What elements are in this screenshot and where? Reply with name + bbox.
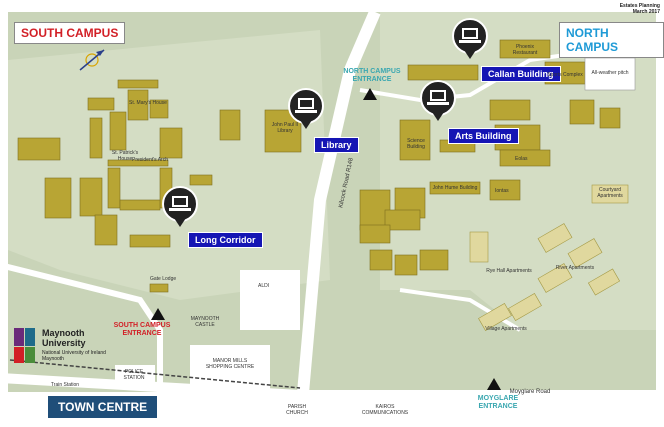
south-campus-buildings — [17, 79, 241, 293]
compass-icon — [79, 49, 105, 71]
courtyard-label: Courtyard Apartments — [597, 187, 623, 199]
arts-building-label[interactable]: Arts Building — [448, 128, 519, 144]
st-patricks-label: St. Patrick's House — [111, 150, 139, 162]
manor-mills-label: MANOR MILLS SHOPPING CENTRE — [205, 358, 255, 370]
logo-name: Maynooth University — [42, 328, 86, 348]
long-corridor-label[interactable]: Long Corridor — [188, 232, 263, 248]
kilcock-road — [294, 9, 381, 427]
moyglare-road-label: Moyglare Road — [509, 389, 551, 395]
south-campus-label: SOUTH CAMPUS — [14, 22, 126, 44]
crest-icon — [14, 328, 35, 363]
st-marys-label: St. Mary's House — [129, 100, 167, 106]
date-line1: Estates Planning — [619, 3, 660, 9]
john-hume-label: John Hume Building — [432, 185, 478, 191]
river-label: River Apartments — [555, 265, 595, 271]
north-campus-label: NORTH CAMPUS — [559, 22, 664, 58]
iontas-label: Iontas — [495, 188, 509, 194]
aldi-label: ALDI — [258, 283, 270, 289]
town-centre-label: TOWN CENTRE — [48, 396, 158, 418]
kairos-label: KAIROS COMMUNICATIONS — [361, 404, 409, 416]
library-pin-icon[interactable] — [284, 86, 328, 130]
science-label: Science Building — [407, 138, 425, 150]
gate-lodge-label: Gate Lodge — [150, 276, 177, 282]
north-entrance-marker — [363, 88, 377, 100]
date-line2: March 2017 — [632, 9, 660, 15]
north-entrance-label: NORTH CAMPUS ENTRANCE — [343, 68, 401, 83]
castle-label: MAYNOOTH CASTLE — [190, 316, 220, 328]
village-label: Village Apartments — [485, 326, 527, 332]
presidents-arch-label: President's Arch — [132, 157, 168, 163]
eolas-label: Eolas — [515, 156, 528, 162]
library-label[interactable]: Library — [314, 137, 359, 153]
long-corridor-pin-icon[interactable] — [158, 184, 202, 228]
moyglare-road — [0, 373, 664, 400]
university-logo: Maynooth University National University … — [12, 326, 106, 370]
police-label: POLICE STATION — [123, 369, 145, 381]
phoenix-label: Phoenix Restaurant — [512, 44, 538, 56]
moyglare-entrance-marker — [487, 378, 501, 390]
logo-subtitle: National University of Ireland Maynooth — [42, 350, 106, 362]
rye-hall-label: Rye Hall Apartments — [486, 268, 532, 274]
arts-pin-icon[interactable] — [416, 78, 460, 122]
south-entrance-marker — [151, 308, 165, 320]
sports-label: Sports Complex — [547, 72, 583, 78]
manor-mills-block — [190, 345, 270, 390]
callan-building-label[interactable]: Callan Building — [481, 66, 561, 82]
callan-pin-icon[interactable] — [448, 16, 492, 60]
all-weather-label: All-weather pitch — [591, 70, 629, 76]
john-paul-label: John Paul II Library — [271, 122, 299, 134]
aldi-block — [240, 270, 300, 330]
moyglare-entrance-label: MOYGLARE ENTRANCE — [477, 395, 519, 410]
date-stamp: Estates Planning March 2017 — [620, 3, 660, 15]
apartment-blocks — [469, 184, 629, 331]
train-label: Train Station — [50, 382, 80, 388]
south-entrance-label: SOUTH CAMPUS ENTRANCE — [113, 322, 171, 337]
parish-label: PARISH CHURCH — [286, 404, 308, 416]
